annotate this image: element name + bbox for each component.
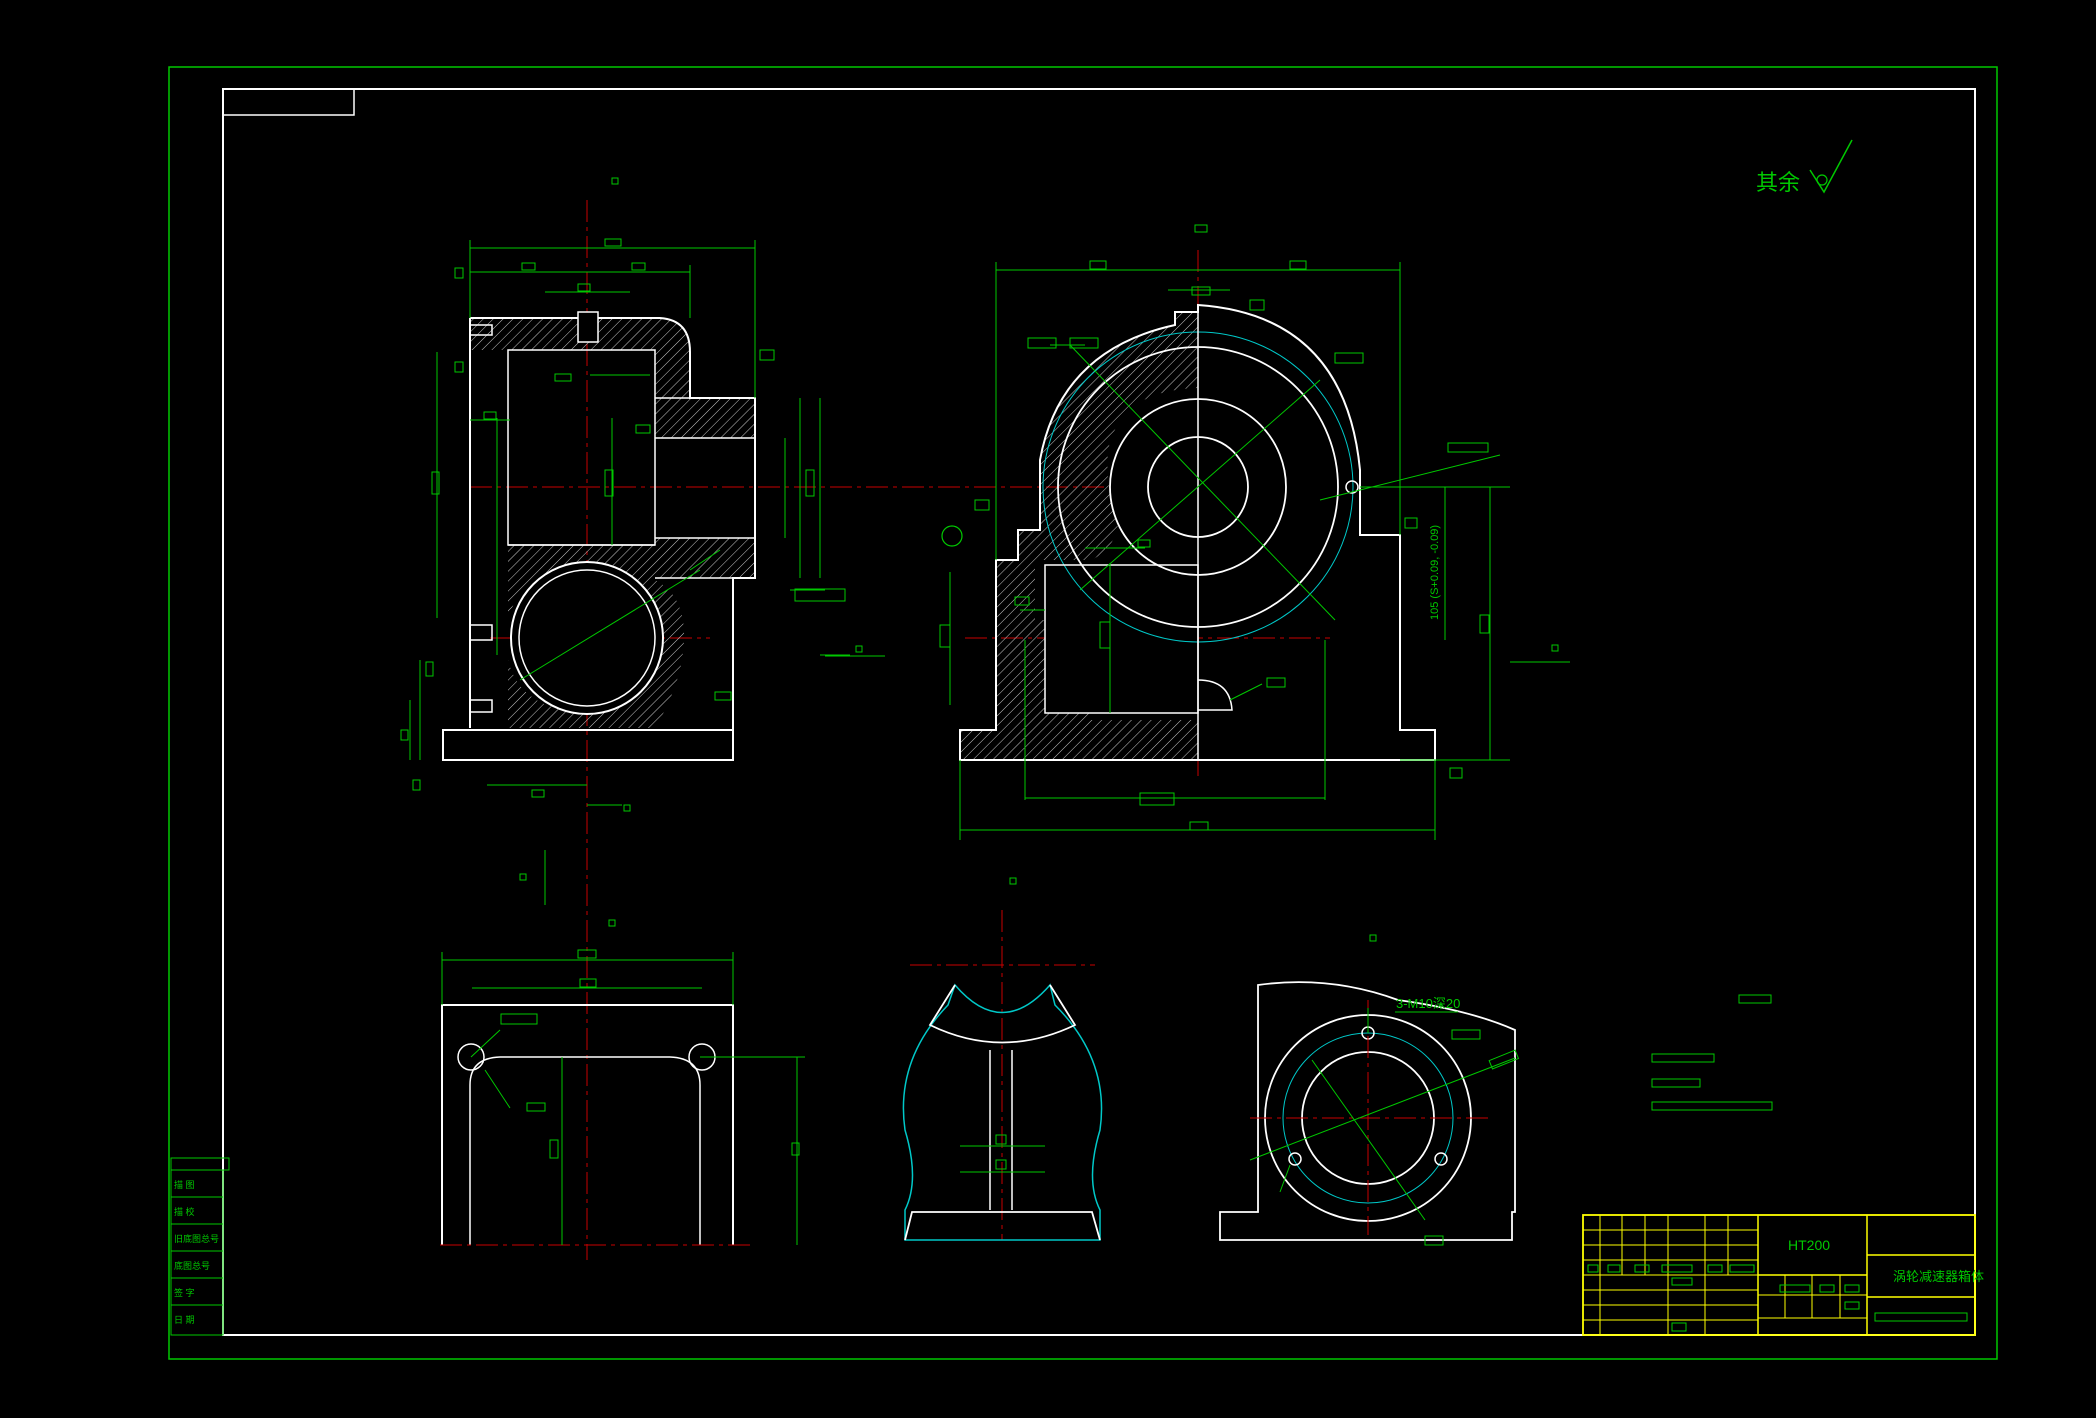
revision-row-5: 签 字 <box>174 1287 195 1298</box>
bottom-left-view <box>440 919 805 1246</box>
front-tapped-hole <box>1345 480 1359 494</box>
bottom-right-outline <box>1219 981 1516 1241</box>
middle-view-dimensions <box>960 1145 1045 1173</box>
datum-symbol <box>941 525 963 547</box>
middle-view-saddle <box>928 984 1077 1044</box>
left-body-hatch <box>470 318 755 578</box>
middle-view-dim-boxes <box>995 1134 1007 1170</box>
left-view-dimensions <box>409 240 850 905</box>
bottom-left-dimensions <box>441 952 805 1245</box>
outer-sheet-border <box>168 66 1998 1360</box>
revision-row-2: 描 校 <box>174 1206 195 1217</box>
left-view-dim-boxes <box>400 177 863 881</box>
roughness-symbol-icon <box>1809 139 1853 194</box>
roughness-circle <box>1816 174 1828 186</box>
material-label: HT200 <box>1788 1237 1830 1253</box>
left-body-outline <box>442 317 756 761</box>
front-section-hatch <box>960 312 1198 760</box>
top-tapped-hole <box>577 311 599 343</box>
left-boss-outline <box>655 397 755 579</box>
left-inner-cavity <box>507 349 656 546</box>
left-body-lower-hatch <box>470 545 685 728</box>
bottom-right-view: 3-M10深20 <box>1219 934 1520 1246</box>
title-block: HT200 涡轮减速器箱体 <box>1582 1214 1984 1336</box>
part-name-label: 涡轮减速器箱体 <box>1893 1269 1984 1284</box>
surface-note-label: 其余 <box>1756 170 1800 195</box>
technical-notes <box>1651 994 1773 1111</box>
front-base-detail <box>1197 679 1233 711</box>
end-view-dim-boxes <box>1369 934 1520 1246</box>
front-cavity-cut <box>1045 565 1198 713</box>
middle-view-outline <box>902 983 1103 1241</box>
revision-row-4: 底图总号 <box>174 1260 210 1271</box>
lower-bore-outer <box>510 561 664 715</box>
surface-roughness-note: 其余 <box>1756 139 1853 195</box>
front-view-dim-boxes <box>939 224 1559 885</box>
left-section-view <box>400 177 1140 1260</box>
end-view-hole-right <box>1434 1152 1448 1166</box>
bottom-left-hole-left <box>457 1043 485 1071</box>
inner-drawing-frame <box>222 88 1976 1336</box>
left-bolt-holes <box>470 324 493 713</box>
title-block-fields <box>1587 1264 1968 1332</box>
lower-bore-inner <box>518 569 656 707</box>
tolerance-dimension: 105 (S+0.09, -0.09) <box>1429 525 1441 620</box>
middle-base <box>904 1211 1101 1241</box>
revision-row-6: 日 期 <box>174 1315 195 1325</box>
bottom-left-outline <box>441 1004 734 1245</box>
revision-table: 描 图 描 校 旧底图总号 底图总号 签 字 日 期 <box>170 1157 230 1336</box>
end-view-hole-left <box>1288 1152 1302 1166</box>
revision-row-1: 描 图 <box>174 1179 195 1190</box>
bottom-left-dim-boxes <box>500 919 800 1159</box>
front-view: 105 (S+0.09, -0.09) <box>825 224 1570 885</box>
revision-row-3: 旧底图总号 <box>174 1233 219 1244</box>
corner-code-box <box>222 88 355 116</box>
thread-callout: 3-M10深20 <box>1396 996 1460 1011</box>
bottom-left-inner <box>469 1056 701 1245</box>
end-view-dimensions <box>1249 1008 1516 1221</box>
bottom-middle-view <box>902 910 1103 1241</box>
